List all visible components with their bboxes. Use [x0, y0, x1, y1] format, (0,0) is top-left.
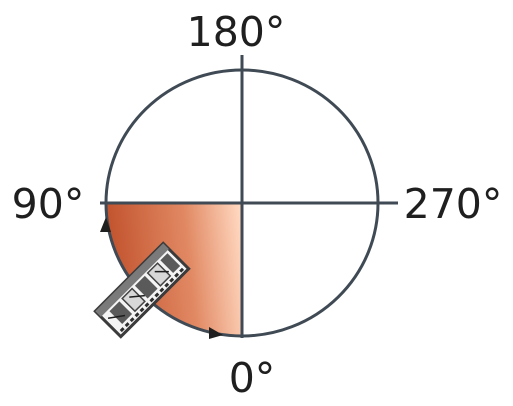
label-270: 270°: [404, 180, 503, 228]
label-180: 180°: [187, 8, 286, 56]
label-0: 0°: [229, 354, 276, 402]
label-90: 90°: [12, 180, 85, 228]
